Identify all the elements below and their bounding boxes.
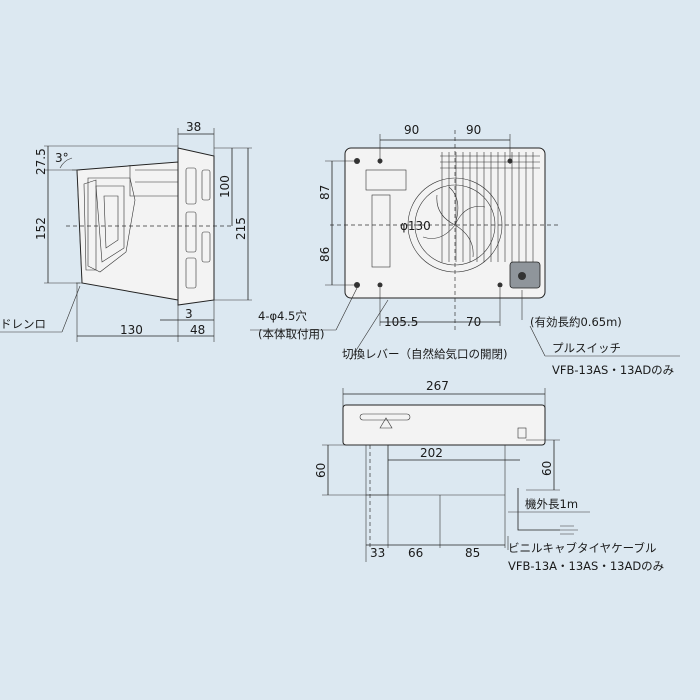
- dim-33: 33: [370, 546, 385, 560]
- dim-38: 38: [186, 120, 201, 134]
- front-view: φ130 90 90 87 86 105.5 70: [250, 123, 680, 361]
- dim-90-right: 90: [466, 123, 481, 137]
- dim-3: 3: [185, 307, 193, 321]
- side-view: 27.5 152 3° 38 100 215 3 130 48 ドレンロ: [0, 120, 252, 342]
- label-pull-switch-models: VFB-13AS・13ADのみ: [552, 363, 674, 377]
- label-outside-length: 機外長1m: [525, 497, 578, 511]
- grille: [440, 155, 540, 169]
- dim-90-left: 90: [404, 123, 419, 137]
- label-pull-switch: プルスイッチ: [552, 341, 621, 355]
- label-holes-line2: (本体取付用): [258, 327, 324, 341]
- label-lever: 切換レバー（自然給気口の開閉): [342, 347, 508, 361]
- dim-267: 267: [426, 379, 449, 393]
- dim-48: 48: [190, 323, 205, 337]
- dim-130: 130: [120, 323, 143, 337]
- dim-phi130: φ130: [400, 219, 431, 233]
- dim-27-5: 27.5: [34, 148, 48, 175]
- dim-70: 70: [466, 315, 481, 329]
- label-cable-models: VFB-13A・13AS・13ADのみ: [508, 559, 664, 573]
- dim-angle-3: 3°: [55, 151, 69, 165]
- dim-105-5: 105.5: [384, 315, 418, 329]
- dim-86: 86: [318, 247, 332, 262]
- dim-66: 66: [408, 546, 423, 560]
- label-effective-length: (有効長約0.65m): [530, 315, 622, 329]
- grille-vertical: [441, 152, 534, 262]
- label-holes-line1: 4-φ4.5穴: [258, 309, 307, 323]
- dim-202: 202: [420, 446, 443, 460]
- label-drain: ドレンロ: [0, 317, 46, 331]
- label-cable: ビニルキャブタイヤケーブル: [508, 541, 656, 555]
- dim-60-right: 60: [540, 461, 554, 476]
- dim-152: 152: [34, 217, 48, 240]
- dim-100: 100: [218, 175, 232, 198]
- dim-215: 215: [234, 217, 248, 240]
- dim-60-left: 60: [314, 463, 328, 478]
- dim-87: 87: [318, 185, 332, 200]
- bottom-view: 267 202 60 60 33 66 85: [314, 379, 590, 562]
- dim-85: 85: [465, 546, 480, 560]
